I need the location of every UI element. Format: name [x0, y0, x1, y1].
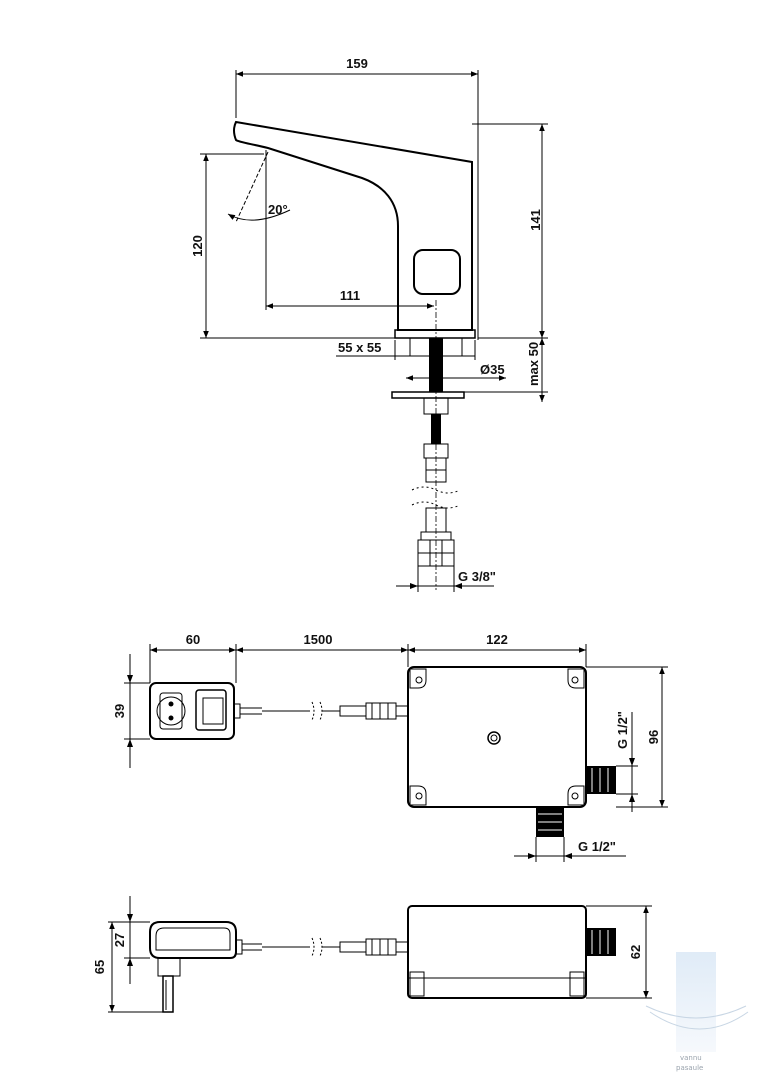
dim-box-width: 122 [486, 632, 508, 647]
dim-adapter-height: 39 [112, 704, 127, 718]
dim-hole-diameter: Ø35 [480, 362, 505, 377]
plug-pin-icon [157, 957, 181, 977]
dim-spray-angle: 20° [268, 202, 288, 217]
watermark-text-1: vannu [680, 1054, 702, 1062]
dim-cable-length: 1500 [304, 632, 333, 647]
watermark-logo: vannu pasaule [645, 952, 749, 1072]
side-view: 27 65 62 [92, 896, 652, 1013]
plug-socket-icon [156, 696, 186, 726]
dim-reach: 111 [340, 288, 360, 303]
dim-spout-height: 120 [190, 235, 205, 257]
dim-outlet-right-thread: G 1/2" [615, 711, 630, 749]
faucet-base-plate [394, 329, 476, 339]
outlet-right [586, 766, 616, 794]
dim-hose-thread: G 3/8" [458, 569, 496, 584]
sensor-window [413, 249, 461, 295]
dim-adapter-width: 60 [186, 632, 200, 647]
power-adapter-side [149, 921, 237, 959]
dim-adapter-total: 65 [92, 960, 107, 974]
plan-view: 60 1500 122 39 96 G 1/2" G 1/2" [112, 632, 668, 862]
dim-adapter-depth: 27 [112, 933, 127, 947]
dim-box-height: 96 [646, 730, 661, 744]
outlet-side [586, 928, 616, 956]
watermark-text-2: pasaule [676, 1064, 703, 1072]
control-box-plan [407, 666, 587, 808]
faucet-body [233, 120, 473, 331]
dim-base-size: 55 x 55 [338, 340, 381, 355]
dim-faucet-width: 159 [346, 56, 368, 71]
dim-outlet-bottom-thread: G 1/2" [578, 839, 616, 854]
dim-faucet-height: 141 [528, 209, 543, 231]
faucet-elevation: 159 141 120 20° 111 55 x 55 Ø35 max 50 [190, 56, 548, 592]
dim-deck-max: max 50 [526, 342, 541, 386]
box-indicator-icon [487, 731, 501, 745]
control-box-side [407, 905, 587, 999]
mounting-washer [391, 391, 465, 399]
dim-box-depth: 62 [628, 945, 643, 959]
